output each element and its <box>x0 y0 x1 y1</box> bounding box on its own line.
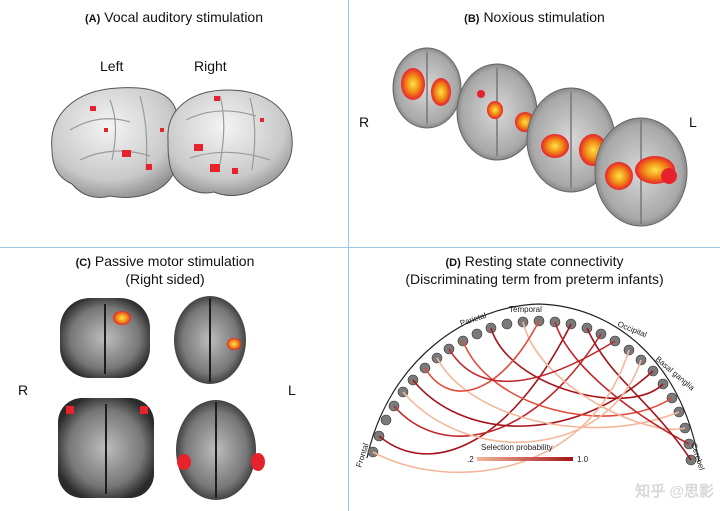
panel-a: (A)Vocal auditory stimulation Left Right <box>0 0 348 247</box>
region-temporal: Temporal <box>509 305 542 314</box>
panel-c-subtitle: (Right sided) <box>125 271 205 287</box>
panel-c: (C)Passive motor stimulation (Right side… <box>0 248 348 511</box>
region-parietal: Parietal <box>459 311 488 328</box>
axial-slice-bottom <box>176 400 265 500</box>
panel-b-title: (B)Noxious stimulation <box>349 8 720 28</box>
panel-d-label: (D) <box>445 257 461 269</box>
panel-a-title: (A)Vocal auditory stimulation <box>0 8 348 28</box>
coronal-slice-top <box>60 298 150 378</box>
watermark-text: 知乎 @思影 <box>635 483 714 500</box>
legend-max: 1.0 <box>577 455 589 464</box>
left-hemisphere-image <box>51 87 180 198</box>
axial-slice-2 <box>456 63 538 161</box>
panel-d: (D)Resting state connectivity (Discrimin… <box>349 248 720 511</box>
panel-c-title-text: Passive motor stimulation <box>94 253 255 269</box>
legend-min: .2 <box>467 455 474 464</box>
left-hemisphere-label: Left <box>100 58 124 74</box>
panel-b-title-text: Noxious stimulation <box>483 9 605 25</box>
panel-d-title-text: Resting state connectivity <box>464 253 624 269</box>
right-hemisphere-image <box>167 89 293 196</box>
panel-b-r-label: R <box>359 114 370 130</box>
region-occipital: Occipital <box>616 320 648 340</box>
panel-c-label: (C) <box>75 257 91 269</box>
connection-arcs <box>372 320 692 474</box>
panel-b-label: (B) <box>464 13 480 25</box>
legend-gradient-bar <box>477 457 573 461</box>
panel-d-subtitle: (Discriminating term from preterm infant… <box>405 271 664 287</box>
legend-title: Selection probability <box>481 443 553 452</box>
right-hemisphere-label: Right <box>194 58 227 74</box>
panel-b: (B)Noxious stimulation R L <box>349 0 720 247</box>
panel-c-l-label: L <box>288 382 296 398</box>
vertical-divider <box>348 0 349 511</box>
panel-c-r-label: R <box>18 382 29 398</box>
outer-arc <box>366 303 700 463</box>
motor-slices <box>58 296 265 500</box>
horizontal-divider <box>0 247 720 248</box>
panel-a-title-text: Vocal auditory stimulation <box>104 9 264 25</box>
axial-slice-1 <box>392 47 462 129</box>
brain-surface-renderings <box>51 87 293 198</box>
axial-slice-top <box>174 296 246 384</box>
coronal-slice-bottom <box>58 398 154 498</box>
panel-c-title: (C)Passive motor stimulation <box>0 252 330 272</box>
axial-slices <box>392 47 688 227</box>
axial-slice-4 <box>594 117 688 227</box>
connectivity-arc-diagram: Frontal Parietal Temporal Occipital Basa… <box>354 303 706 474</box>
panel-a-label: (A) <box>84 13 101 25</box>
panel-b-l-label: L <box>689 114 697 130</box>
panel-d-title: (D)Resting state connectivity <box>349 252 720 272</box>
